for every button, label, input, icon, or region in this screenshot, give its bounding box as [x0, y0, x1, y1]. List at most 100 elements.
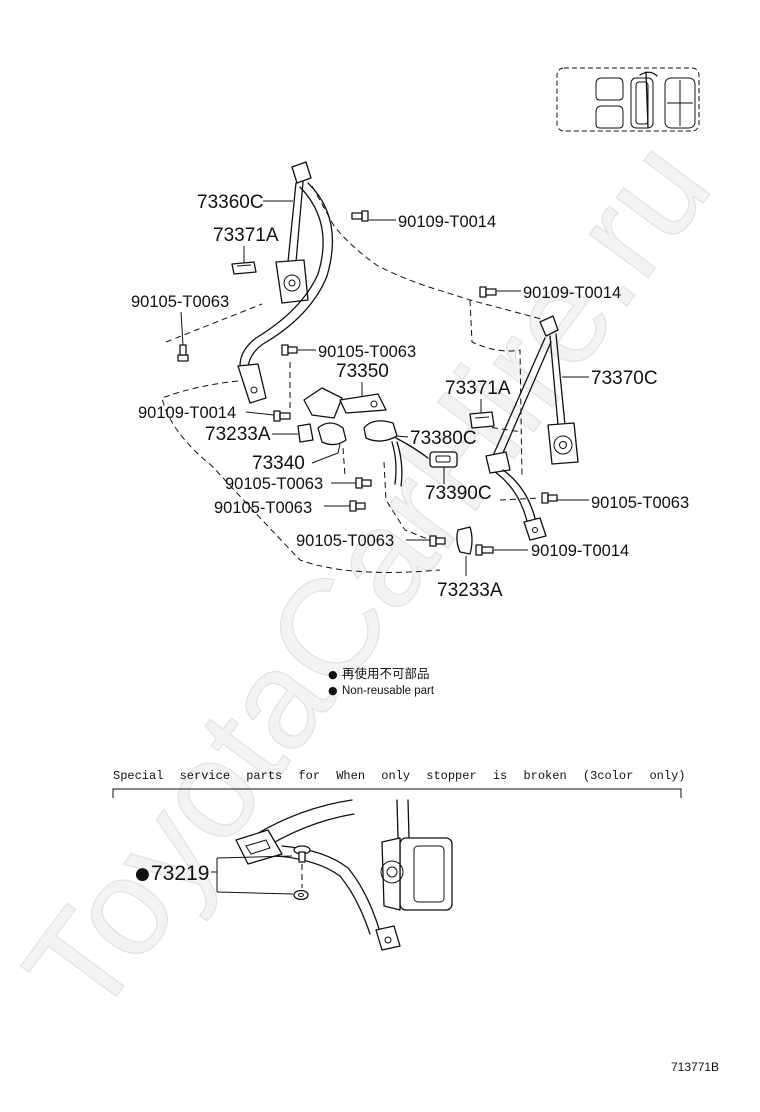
buckle-slot [435, 455, 451, 463]
part-number-label: 73233A [205, 424, 271, 445]
part-number-label: 73350 [336, 361, 389, 382]
part-number-label: 73390C [425, 483, 492, 504]
seat-outline-line [383, 461, 431, 541]
part-number-label: 90105-T0063 [591, 494, 689, 512]
legend: ● 再使用不可部品 ● Non-reusable part [328, 666, 435, 697]
buckle-73390c [429, 451, 458, 468]
bolt-shaft [361, 479, 372, 487]
retractor-body [275, 259, 309, 304]
lower-anchor-plate [375, 925, 401, 951]
leader-lines [180, 200, 589, 576]
stopper-stem [298, 851, 306, 863]
shoulder-anchor [291, 161, 312, 184]
buckle-plate [339, 393, 387, 414]
cover-body [231, 261, 257, 275]
section-bracket [112, 788, 682, 798]
retractor-hub [288, 279, 296, 287]
bolt-shaft [547, 494, 558, 502]
buckle-strap [395, 437, 429, 459]
belt-webbing-line [239, 186, 324, 367]
part-callouts: 73360C 90109-T0014 73371A 90105-T0063 90… [131, 192, 689, 601]
figure-code: 713771B [671, 1060, 719, 1074]
bolt-icon [475, 544, 494, 556]
buckle-body [363, 420, 398, 442]
seat-outline-line [499, 497, 541, 501]
seat-outline-line [311, 185, 546, 321]
leader-line [311, 443, 341, 464]
retractor-body [547, 422, 579, 465]
belt-webbing-line [407, 799, 410, 839]
center-seat-cushion-icon [635, 81, 649, 125]
retractor-spool [380, 860, 404, 884]
belt-webbing-line [549, 335, 559, 426]
bolt-shaft [481, 546, 494, 554]
seat-belt-assembly-right [485, 315, 579, 541]
retractor-spool [283, 274, 301, 292]
bolt-icon [351, 210, 369, 222]
center-seat-icon [630, 77, 654, 129]
bracket-bottom [456, 526, 473, 555]
stopper-washer [293, 889, 309, 901]
belt-webbing-line [396, 799, 399, 839]
buckle-hole [370, 400, 378, 408]
retractor-side-plate [381, 837, 401, 911]
leader-line [216, 891, 294, 895]
seat-belt-assembly-left [237, 161, 334, 404]
service-parts-section: Special service parts for When only stop… [112, 769, 685, 951]
cover-right [469, 411, 495, 429]
buckle-body [429, 451, 458, 468]
bolt-shaft [485, 288, 497, 296]
non-reusable-marker-icon: ● [328, 668, 338, 681]
belt-webbing-line [287, 182, 297, 263]
bolt-shaft [435, 537, 446, 545]
legend-label-japanese: 再使用不可部品 [342, 666, 430, 681]
bolt-icon [429, 535, 446, 547]
leader-line [245, 411, 275, 416]
seat-outline-line [469, 299, 523, 479]
service-parts-note: Special service parts for When only stop… [113, 769, 685, 783]
lower-anchor-plate [237, 363, 267, 404]
bolt-head [479, 286, 487, 298]
highlighted-belt-icon [645, 71, 649, 129]
belt-webbing-line [247, 182, 334, 369]
tongue-plate [485, 451, 511, 474]
bolt-icon [281, 344, 298, 356]
bolt-shaft [279, 412, 291, 420]
rear-left-seat-icon [595, 105, 624, 129]
retractor-hub [559, 441, 567, 449]
bolt-head [541, 492, 549, 504]
part-number-label: 73371A [213, 225, 279, 246]
bolt-head [177, 354, 189, 362]
part-number-label: 90109-T0014 [138, 404, 236, 422]
part-number-label: 73340 [252, 453, 305, 474]
bolt-head [361, 210, 369, 222]
part-number-label: 90105-T0063 [225, 475, 323, 493]
buckle-strap [391, 441, 397, 485]
anchor-hole [532, 527, 538, 533]
tongue-slot [245, 839, 271, 855]
part-number-label: 90105-T0063 [131, 293, 229, 311]
bolt-icon [273, 410, 291, 422]
bolt-head [349, 500, 357, 512]
part-number-label: 90105-T0063 [296, 532, 394, 550]
cover-body [469, 411, 495, 429]
belt-webbing-line [502, 469, 537, 523]
bolt-shaft [355, 502, 366, 510]
belt-webbing-line [277, 855, 371, 935]
bolt-shaft [287, 346, 298, 354]
front-left-seat-icon [595, 77, 624, 101]
non-reusable-marker-icon: ● [135, 864, 150, 884]
bolt-head [475, 544, 483, 556]
retractor-cover-detail [413, 845, 445, 903]
service-part-number: 73219 [151, 862, 209, 885]
bolt-icon [541, 492, 558, 504]
bolt-icon [355, 477, 372, 489]
retractor-hub [386, 866, 398, 878]
belt-webbing-line [555, 333, 566, 426]
part-number-label: 73360C [197, 192, 264, 213]
bracket-left [297, 423, 314, 443]
part-number-label: 90109-T0014 [523, 284, 621, 302]
anchor-hole [250, 386, 258, 394]
tongue-plate [235, 829, 283, 865]
